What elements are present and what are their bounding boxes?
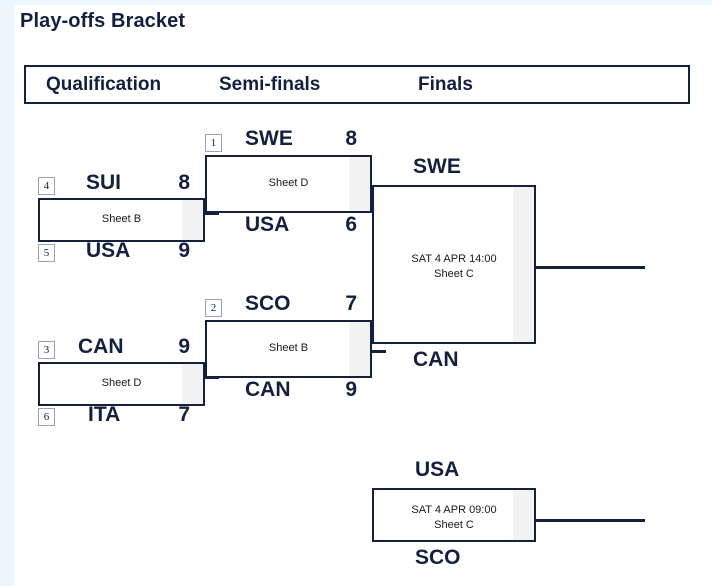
team-score: 8 [178,171,190,194]
match-slot-top: USA [372,458,536,487]
match-box[interactable]: Sheet B [205,320,372,378]
team-name: CAN [413,348,459,371]
match-winner-shade [182,200,203,240]
connector-semi-2-to-final [372,350,386,353]
match-info: Sheet D [101,377,142,389]
team-score: 9 [178,335,190,358]
stage-header-bar: Qualification Semi-finals Finals [24,65,690,104]
team-name: SCO [415,546,461,569]
stage-label-finals: Finals [418,74,473,95]
team-name: SCO [245,292,291,315]
team-score: 7 [178,403,190,426]
team-score: 9 [345,378,357,401]
match-winner-shade [513,187,534,342]
match-box[interactable]: Sheet D [205,155,372,213]
match-slot-top: 2 SCO 7 [205,292,372,319]
team-score: 8 [345,127,357,150]
match-slot-top: 1 SWE 8 [205,127,372,154]
match-info: SAT 4 APR 09:00 Sheet C [411,504,497,531]
seed-badge: 6 [38,408,55,426]
match-info: Sheet B [268,342,309,354]
team-name: USA [86,239,131,262]
match-box[interactable]: SAT 4 APR 09:00 Sheet C [372,488,536,542]
match-winner-shade [182,364,203,404]
match-slot-top: SWE [372,155,536,184]
team-score: 9 [178,239,190,262]
team-name: ITA [88,403,121,426]
match-slot-bottom: CAN 9 [205,378,372,404]
match-box[interactable]: Sheet D [38,362,205,406]
match-slot-bottom: 5 USA 9 [38,239,205,268]
seed-badge: 1 [205,134,222,152]
team-name: CAN [78,335,124,358]
seed-badge: 4 [38,177,55,195]
page-title: Play-offs Bracket [20,10,186,32]
stage-label-qualification: Qualification [46,74,162,95]
match-slot-bottom: 6 ITA 7 [38,403,205,432]
stage-label-semi-finals: Semi-finals [219,74,321,95]
match-info: SAT 4 APR 14:00 Sheet C [411,253,497,280]
match-info: Sheet B [101,213,142,225]
connector-final-to-champion [536,266,645,269]
team-name: USA [245,213,290,236]
match-winner-shade [349,157,370,211]
seed-badge: 5 [38,244,55,262]
seed-badge: 2 [205,299,222,317]
team-score: 7 [345,292,357,315]
team-name: USA [415,458,460,481]
match-slot-top: 4 SUI 8 [38,171,205,197]
seed-badge: 3 [38,341,55,359]
team-score: 6 [345,213,357,236]
match-winner-shade [349,322,370,376]
match-info: Sheet D [268,177,309,189]
match-slot-top: 3 CAN 9 [38,335,205,361]
team-name: SUI [86,171,122,194]
page-top-margin-strip [14,0,712,5]
page-left-margin-strip [0,0,14,586]
match-box[interactable]: Sheet B [38,198,205,242]
team-name: CAN [245,378,291,401]
match-box[interactable]: SAT 4 APR 14:00 Sheet C [372,185,536,344]
team-name: SWE [413,155,461,178]
connector-bronze-to-third-place [536,519,645,522]
match-slot-bottom: CAN [372,344,536,371]
connector-qualification-1-to-semi-1 [205,212,219,215]
team-name: SWE [245,127,293,150]
match-winner-shade [513,490,534,540]
match-slot-bottom: USA 6 [205,213,372,239]
match-slot-bottom: SCO [372,542,536,569]
